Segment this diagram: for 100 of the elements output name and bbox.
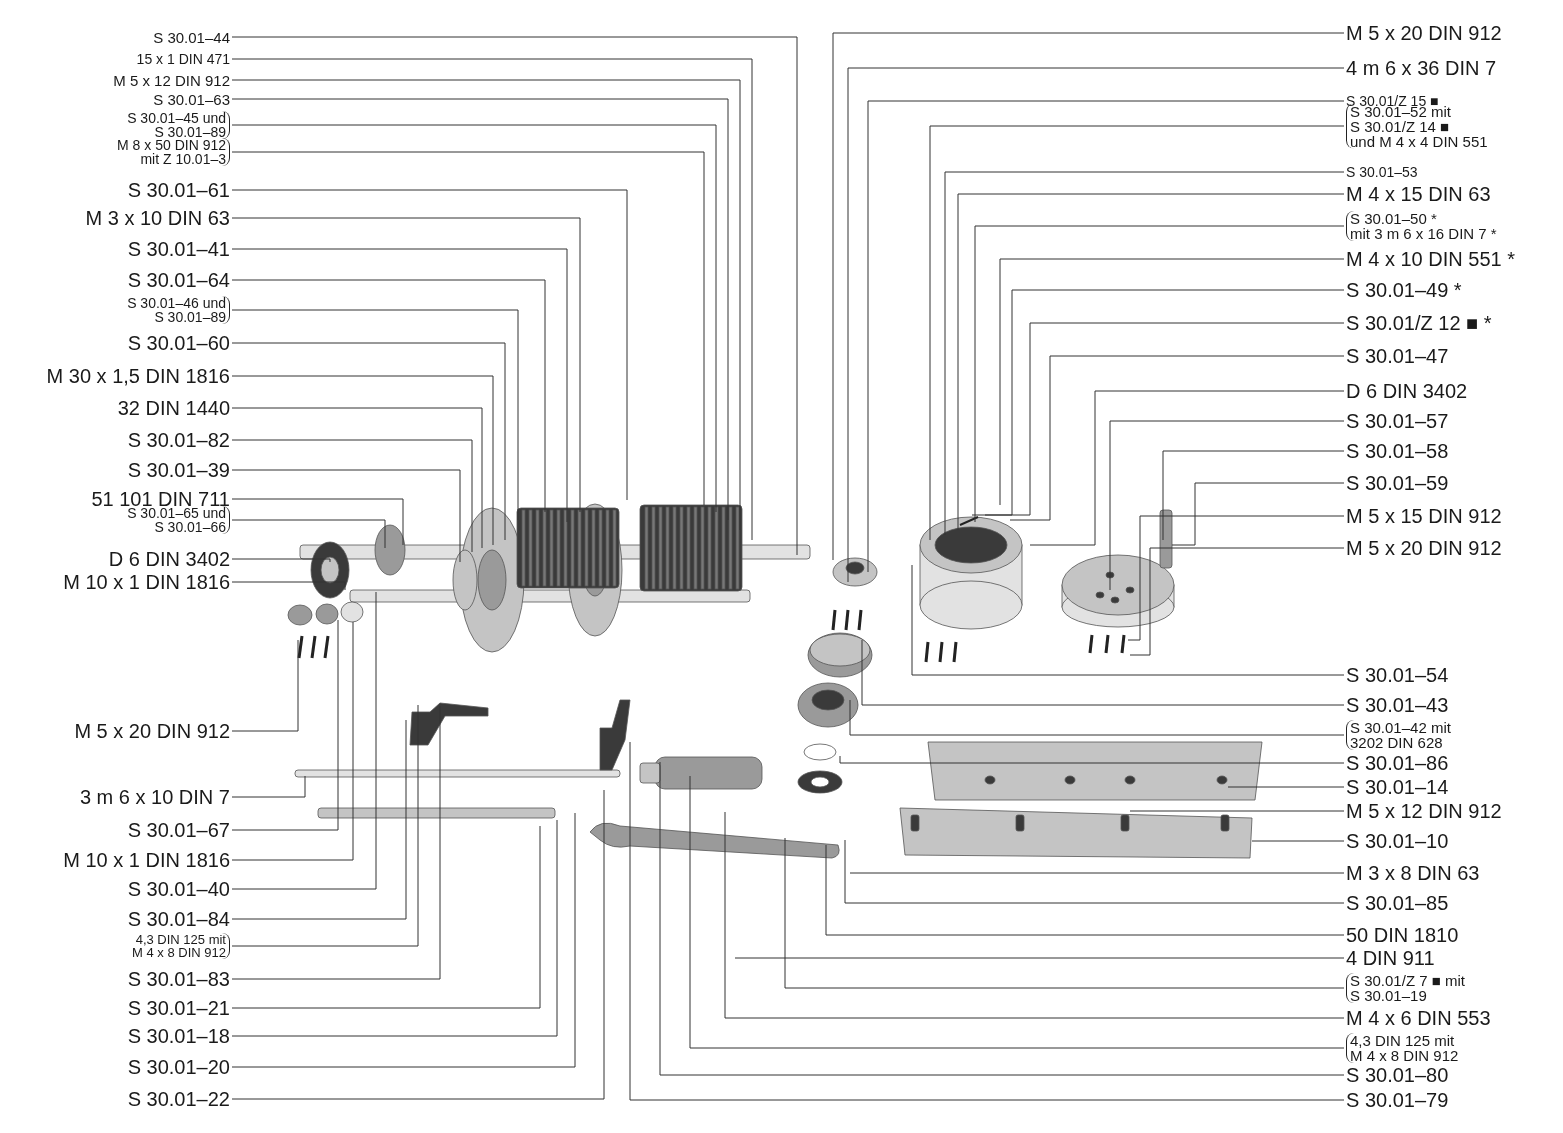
leader-line [1171, 482, 1345, 546]
part-number-label: S 30.01–64 [127, 270, 230, 290]
part-number-label: S 30.01–53 [1346, 165, 1418, 179]
part-number-label: S 30.01–67 [127, 820, 230, 840]
part-number-label: S 30.01–63 [153, 91, 230, 107]
leader-line [999, 258, 1345, 506]
leader-line [231, 189, 628, 501]
leader-line [231, 621, 354, 861]
part-number-label: 4,3 DIN 125 mit [134, 933, 226, 946]
part-number-label: M 5 x 12 DIN 912 [1346, 801, 1502, 821]
leader-line [231, 704, 419, 947]
part-number-label: und M 4 x 4 DIN 551 [1350, 133, 1488, 149]
part-number-label: M 10 x 1 DIN 1816 [63, 572, 230, 592]
part-number-label: M 4 x 10 DIN 551 * [1346, 249, 1515, 269]
leader-line [231, 825, 541, 1009]
bracketed-label-group [127, 506, 230, 534]
leader-line [231, 217, 581, 513]
part-number-label: S 30.01–82 [127, 430, 230, 450]
part-number-label: 50 DIN 1810 [1346, 925, 1459, 945]
leader-line [231, 439, 473, 553]
leader-line [861, 639, 1345, 706]
bracketed-label-group [1346, 211, 1497, 241]
part-number-label: S 30.01–66 [153, 520, 226, 534]
part-number-label: 3 m 6 x 10 DIN 7 [79, 787, 230, 807]
part-number-label: S 30.01/Z 14 ■ [1350, 118, 1451, 134]
part-number-label: S 30.01/Z 15 ■ [1346, 94, 1439, 108]
part-number-label: S 30.01–60 [127, 333, 230, 353]
leader-line [231, 819, 558, 1037]
part-number-label: mit Z 10.01–3 [139, 152, 226, 166]
leader-line [231, 279, 546, 513]
leader-line [231, 789, 605, 1100]
part-number-label: M 5 x 12 DIN 912 [113, 72, 230, 88]
part-number-label: S 30.01–41 [127, 239, 230, 259]
part-number-label: S 30.01–43 [1346, 695, 1449, 715]
leader-line [231, 639, 299, 732]
part-number-label: S 30.01–79 [1346, 1090, 1449, 1110]
part-number-label: M 10 x 1 DIN 1816 [63, 850, 230, 870]
part-number-label: S 30.01–86 [1346, 753, 1449, 773]
part-number-label: S 30.01–42 mit [1350, 720, 1451, 735]
part-number-label: 3202 DIN 628 [1350, 735, 1444, 750]
part-number-label: M 8 x 50 DIN 912 [117, 138, 226, 152]
part-number-label: S 30.01–22 [127, 1089, 230, 1109]
part-number-label: 15 x 1 DIN 471 [136, 52, 230, 66]
part-number-label: S 30.01–59 [1346, 473, 1449, 493]
leader-line [984, 322, 1345, 516]
part-number-label: M 4 x 8 DIN 912 [132, 946, 226, 959]
leader-line [1029, 390, 1345, 546]
part-number-label: 4,3 DIN 125 mit [1350, 1033, 1456, 1048]
leader-line [734, 957, 1345, 959]
bracketed-label-group [132, 933, 230, 959]
bracketed-label-group [127, 111, 230, 139]
part-number-label: S 30.01–47 [1346, 346, 1449, 366]
part-number-label: M 30 x 1,5 DIN 1816 [46, 366, 230, 386]
part-number-label: S 30.01–80 [1346, 1065, 1449, 1085]
leader-line [971, 289, 1345, 516]
leader-line [849, 699, 1345, 736]
part-number-label: S 30.01–84 [127, 909, 230, 929]
part-number-label: S 30.01–20 [127, 1057, 230, 1077]
part-number-label: S 30.01–57 [1346, 411, 1449, 431]
leader-line [1127, 515, 1345, 641]
part-number-label: S 30.01–19 [1350, 988, 1428, 1003]
part-number-label: M 4 x 8 DIN 912 [1350, 1048, 1459, 1063]
part-number-label: mit 3 m 6 x 16 DIN 7 * [1350, 226, 1497, 241]
part-number-label: S 30.01–89 [153, 125, 226, 139]
part-number-label: S 30.01–45 und [127, 111, 226, 125]
leader-line [231, 619, 339, 831]
leader-line [231, 248, 568, 523]
leader-line [1251, 840, 1345, 842]
part-number-label: S 30.01–49 * [1346, 280, 1462, 300]
part-number-label: M 5 x 20 DIN 912 [1346, 23, 1502, 43]
leader-line [1227, 786, 1345, 788]
leader-line [629, 741, 1345, 1101]
part-number-label: S 30.01–65 und [127, 506, 226, 520]
part-number-label: S 30.01–61 [127, 180, 230, 200]
part-number-label: S 30.01–10 [1346, 831, 1449, 851]
part-number-label: 4 m 6 x 36 DIN 7 [1346, 58, 1497, 78]
part-number-label: M 4 x 6 DIN 553 [1346, 1008, 1491, 1028]
leader-line [911, 564, 1345, 676]
part-number-label: S 30.01/Z 7 ■ mit [1350, 973, 1465, 988]
part-number-label: S 30.01–85 [1346, 893, 1449, 913]
part-number-label: 32 DIN 1440 [117, 398, 230, 418]
part-number-label: D 6 DIN 3402 [1346, 381, 1468, 401]
leader-line [839, 755, 1345, 764]
leader-line [1009, 355, 1345, 521]
leader-line [1129, 547, 1345, 656]
leader-line [1162, 450, 1345, 541]
part-number-label: S 30.01–21 [127, 998, 230, 1018]
part-number-label: S 30.01–39 [127, 460, 230, 480]
part-number-label: S 30.01–50 * [1350, 211, 1438, 226]
leader-line [1129, 810, 1345, 812]
leader-line [231, 591, 377, 890]
part-number-label: S 30.01–83 [127, 969, 230, 989]
bracketed-label-group [127, 296, 230, 324]
part-number-label: S 30.01–46 und [127, 296, 226, 310]
part-number-label: S 30.01–18 [127, 1026, 230, 1046]
leader-line [825, 844, 1345, 936]
leader-line [231, 407, 483, 549]
leader-line [974, 225, 1345, 523]
leader-line [784, 837, 1345, 989]
leader-line [231, 775, 306, 798]
